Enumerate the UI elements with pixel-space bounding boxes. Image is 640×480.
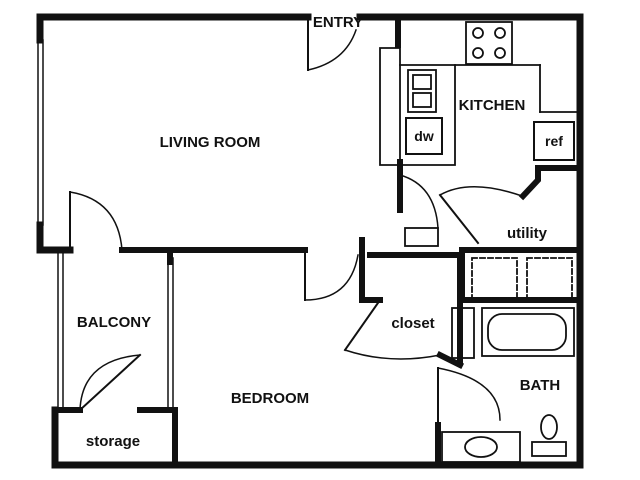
bathtub-icon <box>481 307 575 357</box>
refrigerator-label: ref <box>545 133 563 149</box>
bedroom-label: BEDROOM <box>231 390 309 407</box>
closet-shelf-icon <box>451 307 475 359</box>
dishwasher-icon <box>405 117 443 155</box>
kitchen-fixtures <box>379 47 579 166</box>
dishwasher-label: dw <box>414 128 434 144</box>
entry-label: ENTRY <box>313 14 363 31</box>
kitchen-sink-icon <box>407 69 437 113</box>
storage-label: storage <box>86 433 140 450</box>
vanity-sink-icon <box>441 431 521 463</box>
bath-label: BATH <box>520 377 561 394</box>
doors <box>69 16 523 426</box>
living-room-label: LIVING ROOM <box>160 134 261 151</box>
stove-icon <box>465 21 513 65</box>
toilet-icon <box>531 414 567 457</box>
interior-walls <box>52 14 583 468</box>
kitchen-label: KITCHEN <box>459 97 526 114</box>
living-room-window <box>37 39 44 226</box>
pantry-shelf-icon <box>404 227 439 247</box>
balcony-label: BALCONY <box>77 314 151 331</box>
balcony-rail <box>57 251 174 411</box>
washer-dryer-icon <box>471 257 573 299</box>
closet-label: closet <box>391 315 434 332</box>
refrigerator-icon <box>533 121 575 161</box>
utility-label: utility <box>507 225 548 242</box>
